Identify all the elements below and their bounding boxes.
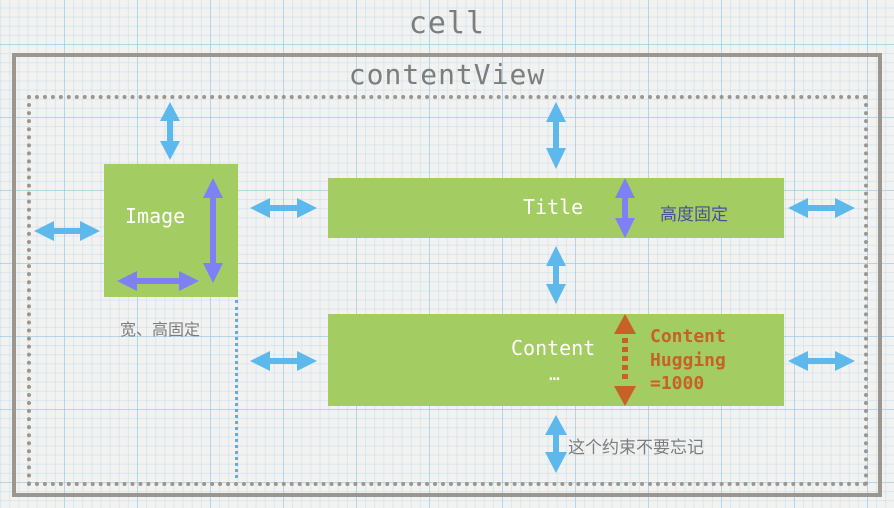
content-label-block <box>328 314 784 406</box>
image-block-label: Image <box>125 204 186 228</box>
title-block-label: Title <box>523 195 584 219</box>
title-height-arrow-icon <box>615 178 635 238</box>
title-trailing-constraint-arrow-icon <box>788 198 855 218</box>
title-label-block <box>328 178 784 238</box>
title-top-constraint-arrow-icon <box>546 102 566 169</box>
content-hugging-note: Content Hugging =1000 <box>650 326 726 394</box>
content-leading-constraint-arrow-icon <box>250 351 317 371</box>
image-top-constraint-arrow-icon <box>160 102 180 160</box>
image-leading-constraint-arrow-icon <box>34 221 100 241</box>
content-view-container <box>27 95 868 486</box>
title-leading-constraint-arrow-icon <box>250 198 317 218</box>
image-bottom-guide-line <box>235 300 238 478</box>
content-bottom-constraint-arrow-icon <box>545 415 567 473</box>
title-content-spacing-arrow-icon <box>546 246 566 304</box>
cell-label: cell <box>408 6 486 41</box>
content-block-label: Content <box>511 336 596 360</box>
title-fixed-height-note: 高度固定 <box>660 205 728 225</box>
content-trailing-constraint-arrow-icon <box>788 351 855 371</box>
content-ellipsis: … <box>549 364 560 385</box>
image-width-arrow-icon <box>117 271 199 291</box>
cell-container <box>12 53 882 497</box>
image-height-arrow-icon <box>203 178 223 283</box>
content-hugging-arrow-icon <box>614 314 636 406</box>
bottom-constraint-note: 这个约束不要忘记 <box>568 438 704 458</box>
image-fixed-size-note: 宽、高固定 <box>120 320 201 339</box>
content-view-label: contentView <box>348 58 546 91</box>
